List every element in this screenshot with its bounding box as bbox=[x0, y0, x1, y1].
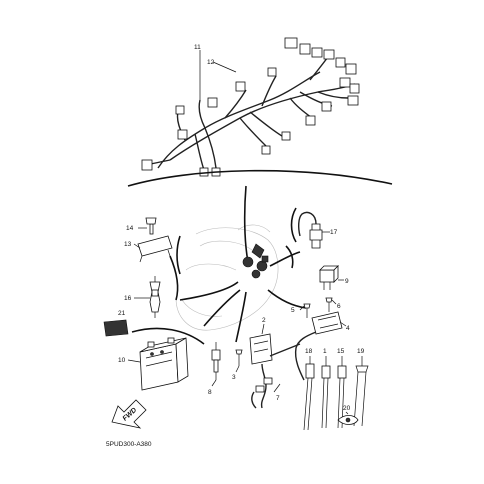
part-number-13: 13 bbox=[124, 241, 132, 248]
bracket-assembly-icon bbox=[137, 217, 173, 263]
part-number-3: 3 bbox=[232, 374, 236, 381]
clamp-icon bbox=[337, 415, 359, 425]
part-number-17: 17 bbox=[330, 229, 338, 236]
battery-pad-icon bbox=[103, 319, 129, 337]
fwd-arrow-icon: FWD bbox=[111, 399, 147, 429]
part-number-21: 21 bbox=[118, 310, 126, 317]
part-number-10: 10 bbox=[118, 357, 126, 364]
part-number-4: 4 bbox=[346, 325, 350, 332]
ignition-coil-icon bbox=[249, 333, 301, 409]
part-number-6: 6 bbox=[337, 303, 341, 310]
part-number-12: 12 bbox=[207, 59, 215, 66]
part-number-7: 7 bbox=[276, 395, 280, 402]
part-number-15: 15 bbox=[337, 348, 345, 355]
part-number-16: 16 bbox=[124, 295, 132, 302]
fuse-holder-icon bbox=[149, 276, 161, 318]
part-number-5: 5 bbox=[291, 307, 295, 314]
wire-harness-icon bbox=[141, 37, 360, 177]
part-number-20: 20 bbox=[343, 405, 351, 412]
motorcycle-outline bbox=[175, 224, 279, 331]
part-number-14: 14 bbox=[126, 225, 134, 232]
relay-cluster-icon bbox=[242, 243, 269, 279]
battery-icon bbox=[139, 337, 189, 391]
part-number-9: 9 bbox=[345, 278, 349, 285]
part-number-8: 8 bbox=[208, 389, 212, 396]
fuse-icon bbox=[303, 356, 369, 431]
bolt-icon bbox=[235, 349, 243, 366]
relay-icon bbox=[319, 265, 339, 290]
part-number-19: 19 bbox=[357, 348, 365, 355]
diagram-code: 5PUD300-A380 bbox=[106, 441, 152, 448]
ignition-coil-assembly-icon bbox=[294, 297, 343, 381]
part-number-1: 1 bbox=[323, 348, 327, 355]
section-divider bbox=[127, 169, 393, 187]
sensor-icon bbox=[211, 342, 221, 380]
part-number-18: 18 bbox=[305, 348, 313, 355]
part-number-2: 2 bbox=[262, 317, 266, 324]
sensor-lead-icon bbox=[297, 211, 323, 249]
part-number-11: 11 bbox=[194, 44, 201, 51]
